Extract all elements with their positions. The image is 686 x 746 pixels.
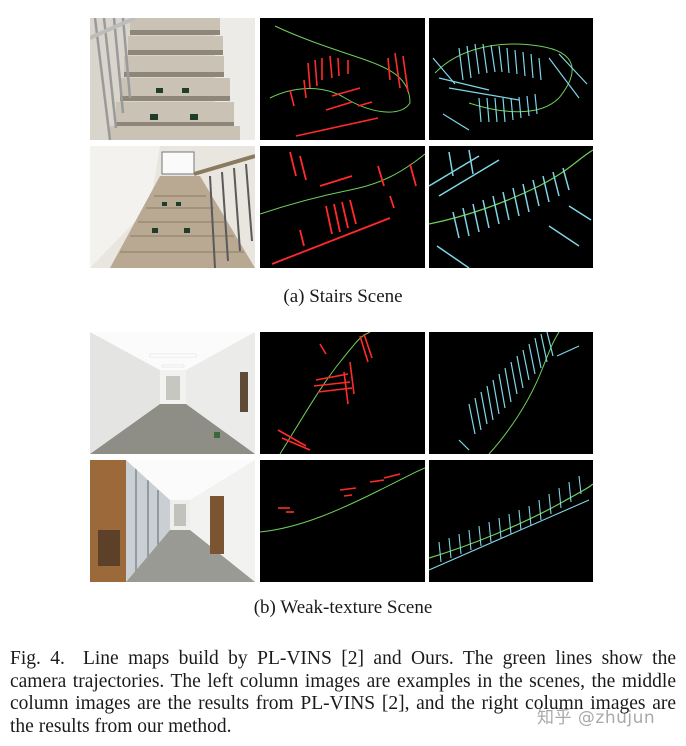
figure-caption: Fig. 4.Line maps build by PL-VINS [2] an… — [10, 648, 676, 738]
stairs-ours-map-2 — [429, 146, 593, 268]
figure-caption-text: Line maps build by PL-VINS [2] and Ours.… — [10, 648, 676, 737]
stairs-plvins-map-2 — [260, 146, 425, 268]
stairs-photo-1 — [90, 18, 255, 140]
weak-texture-plvins-map-1 — [260, 332, 425, 454]
subfigure-a-caption: (a) Stairs Scene — [283, 286, 403, 307]
figure-label: Fig. 4. — [10, 648, 65, 669]
watermark: 知乎 @zhujun — [537, 708, 656, 728]
stairs-photo-2 — [90, 146, 255, 268]
weak-texture-ours-map-2 — [429, 460, 593, 582]
stairs-ours-map-1 — [429, 18, 593, 140]
weak-texture-photo-1 — [90, 332, 255, 454]
subfigure-b-caption: (b) Weak-texture Scene — [253, 597, 433, 618]
stairs-plvins-map-1 — [260, 18, 425, 140]
weak-texture-ours-map-1 — [429, 332, 593, 454]
weak-texture-plvins-map-2 — [260, 460, 425, 582]
weak-texture-photo-2 — [90, 460, 255, 582]
